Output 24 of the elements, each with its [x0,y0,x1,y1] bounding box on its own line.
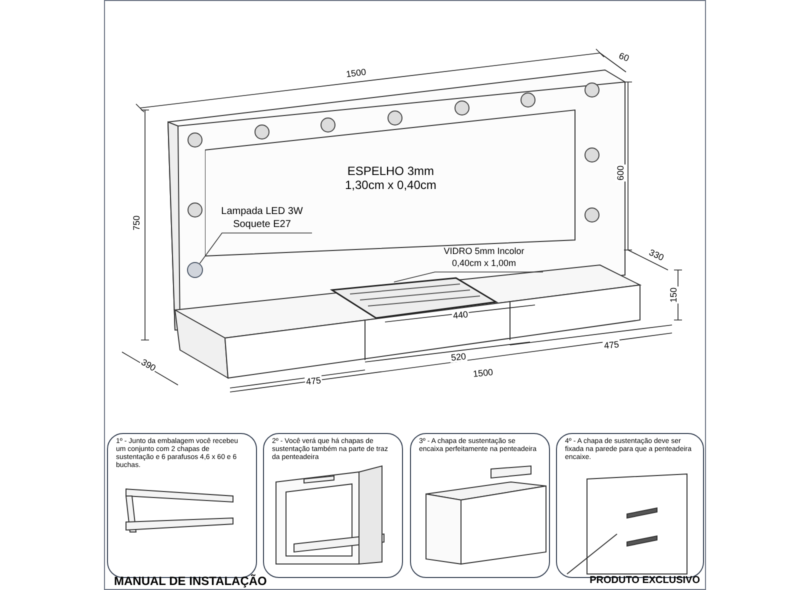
dimension-label: 390 [138,356,158,374]
callout-text: Lampada LED 3W [221,205,303,218]
glass-panel [330,276,498,320]
callout-text: Soquete E27 [233,218,291,231]
dimension-label: 150 [668,286,679,304]
footer-text: PRODUTO EXCLUSIVO [590,575,700,587]
dimension-label: 475 [602,339,620,351]
dimension-label: 475 [304,375,322,387]
dimension-label: 60 [616,50,632,64]
manual-heading: MANUAL DE INSTALAÇÃO [114,574,267,588]
leader-line [199,232,312,264]
dimension-label: 330 [646,246,666,264]
mirror-panel [205,108,577,258]
dimension-label: 520 [450,351,468,363]
mirror-label: 1,30cm x 0,40cm [345,178,436,192]
step-panel [556,433,704,578]
dimension-label: 600 [616,164,626,182]
callout-text: 0,40cm x 1,00m [452,257,516,269]
leader-line [394,272,544,282]
step-panel [410,433,550,578]
callout-text: VIDRO 5mm Incolor [444,245,524,257]
dimension-label: 1500 [472,366,494,380]
mirror-label: ESPELHO 3mm [347,164,434,178]
dimension-label: 750 [132,214,142,232]
